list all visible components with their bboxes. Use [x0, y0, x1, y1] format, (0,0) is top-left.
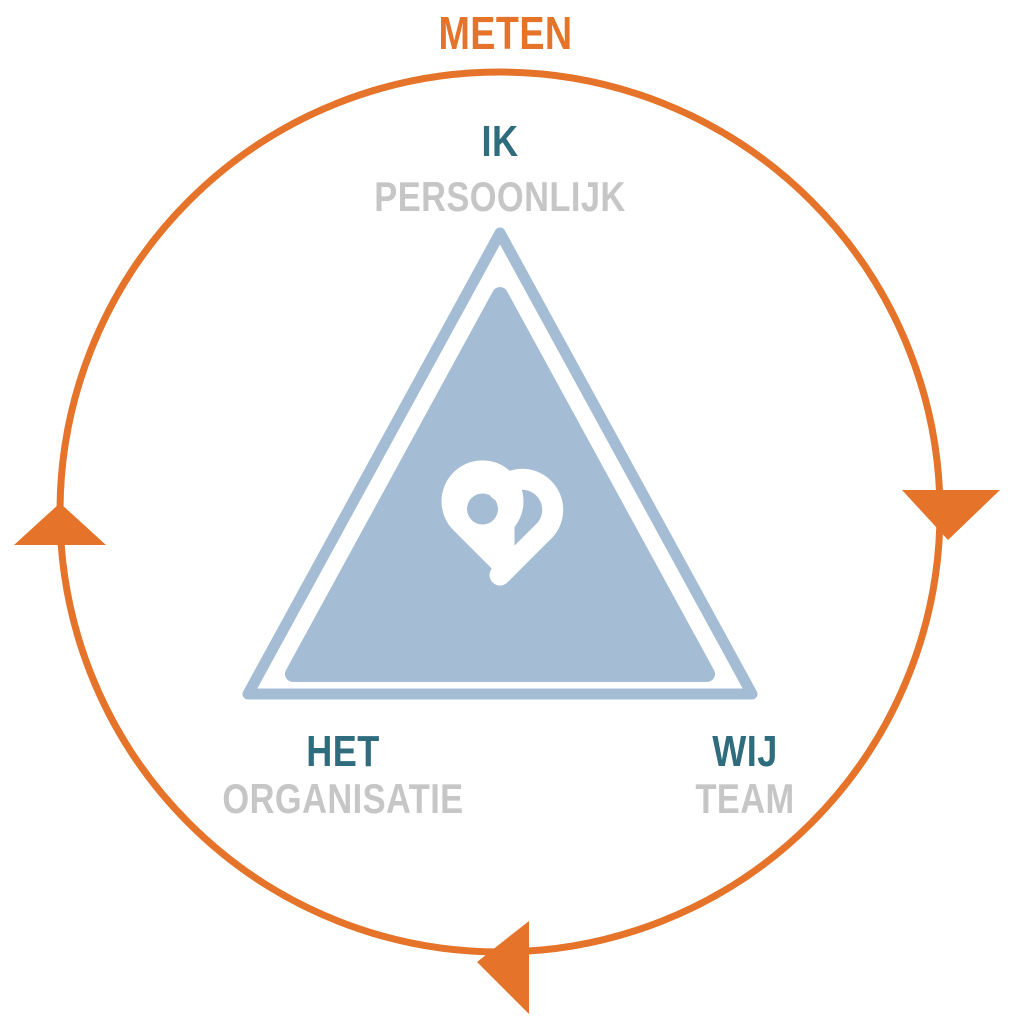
vertex-label-het-primary: HET — [306, 727, 380, 776]
vertex-label-wij-secondary: TEAM — [695, 775, 795, 822]
vertex-label-het-secondary: ORGANISATIE — [222, 775, 464, 822]
heart-location-pin-icon — [441, 460, 564, 586]
pin-left-hole — [467, 493, 498, 525]
vertex-label-wij-primary: WIJ — [712, 727, 778, 776]
cycle-arrow-left-up-icon — [14, 503, 106, 545]
pin-right-lobe — [488, 468, 564, 586]
cycle-arrow-bottom-left-icon — [477, 921, 529, 1014]
vertex-label-ik-secondary: PERSOONLIJK — [374, 173, 626, 220]
cycle-label-meten: METEN — [438, 7, 573, 59]
cycle-arrow-right-down-icon — [902, 490, 1000, 540]
vertex-label-ik-primary: IK — [481, 117, 519, 166]
outer-triangle-outline — [242, 227, 758, 700]
